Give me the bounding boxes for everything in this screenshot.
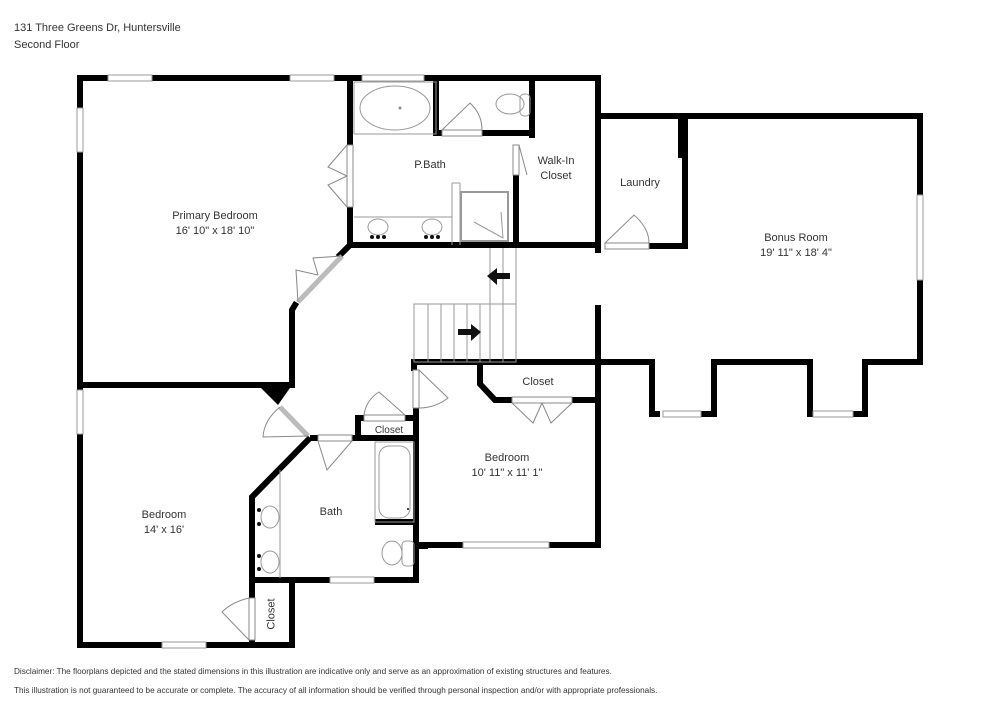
room-name: Bedroom bbox=[484, 452, 530, 464]
disclaimer: Disclaimer: The floorplans depicted and … bbox=[14, 662, 657, 700]
sink-icon bbox=[260, 550, 280, 574]
room-closet-hall: Closet bbox=[375, 423, 403, 438]
address-title: 131 Three Greens Dr, Huntersville bbox=[14, 22, 181, 34]
room-name: Closet bbox=[374, 425, 404, 436]
disclaimer-line-1: Disclaimer: The floorplans depicted and … bbox=[14, 667, 612, 676]
room-name-line2: Closet bbox=[540, 170, 572, 182]
walls bbox=[77, 75, 923, 648]
room-bonus-room: Bonus Room 19' 11" x 18' 4" bbox=[760, 231, 832, 261]
room-name: P.Bath bbox=[414, 159, 446, 171]
room-primary-bedroom: Primary Bedroom 16' 10" x 18' 10" bbox=[172, 209, 258, 239]
floor-label: Second Floor bbox=[14, 39, 80, 51]
arrow-right-icon bbox=[458, 324, 481, 341]
sink-icon bbox=[260, 505, 280, 529]
room-closet-bedroom2: Closet bbox=[522, 375, 553, 390]
room-name: Closet bbox=[522, 376, 554, 388]
arrow-left-icon bbox=[487, 268, 510, 285]
plan-header: 131 Three Greens Dr, Huntersville Second… bbox=[14, 20, 181, 54]
room-dimensions: 14' x 16' bbox=[143, 524, 185, 536]
room-walk-in-closet: Walk-In Closet bbox=[538, 154, 575, 184]
room-name: Laundry bbox=[620, 177, 660, 189]
room-bedroom-2: Bedroom 10' 11" x 11' 1" bbox=[472, 451, 543, 481]
room-dimensions: 10' 11" x 11' 1" bbox=[471, 467, 543, 479]
room-name: Bonus Room bbox=[764, 232, 828, 244]
room-name: Bedroom bbox=[141, 509, 187, 521]
staircase bbox=[413, 248, 517, 363]
bathtub-icon bbox=[359, 85, 431, 131]
room-dimensions: 19' 11" x 18' 4" bbox=[760, 247, 832, 259]
room-name: Closet bbox=[265, 598, 278, 630]
wall-corner-wedge bbox=[258, 385, 292, 405]
shower-icon bbox=[460, 191, 509, 242]
sink-icon bbox=[367, 218, 389, 236]
room-closet-bottom: Closet bbox=[265, 598, 280, 629]
room-laundry: Laundry bbox=[620, 176, 660, 191]
toilet-icon bbox=[495, 93, 531, 117]
doors bbox=[221, 102, 650, 641]
room-bedroom-3: Bedroom 14' x 16' bbox=[142, 508, 187, 538]
room-name: Bath bbox=[319, 506, 343, 518]
windows bbox=[76, 74, 924, 649]
disclaimer-line-2: This illustration is not guaranteed to b… bbox=[14, 686, 658, 695]
sink-icon bbox=[421, 218, 443, 236]
room-p-bath: P.Bath bbox=[414, 158, 446, 173]
bathtub-icon bbox=[378, 445, 411, 519]
room-bath: Bath bbox=[320, 505, 343, 520]
stair-arrow-icons bbox=[458, 268, 510, 341]
toilet-icon bbox=[381, 540, 415, 567]
room-dimensions: 16' 10" x 18' 10" bbox=[175, 225, 255, 237]
room-name: Primary Bedroom bbox=[172, 210, 258, 222]
fixtures bbox=[260, 81, 531, 578]
room-name: Walk-In bbox=[537, 155, 575, 167]
